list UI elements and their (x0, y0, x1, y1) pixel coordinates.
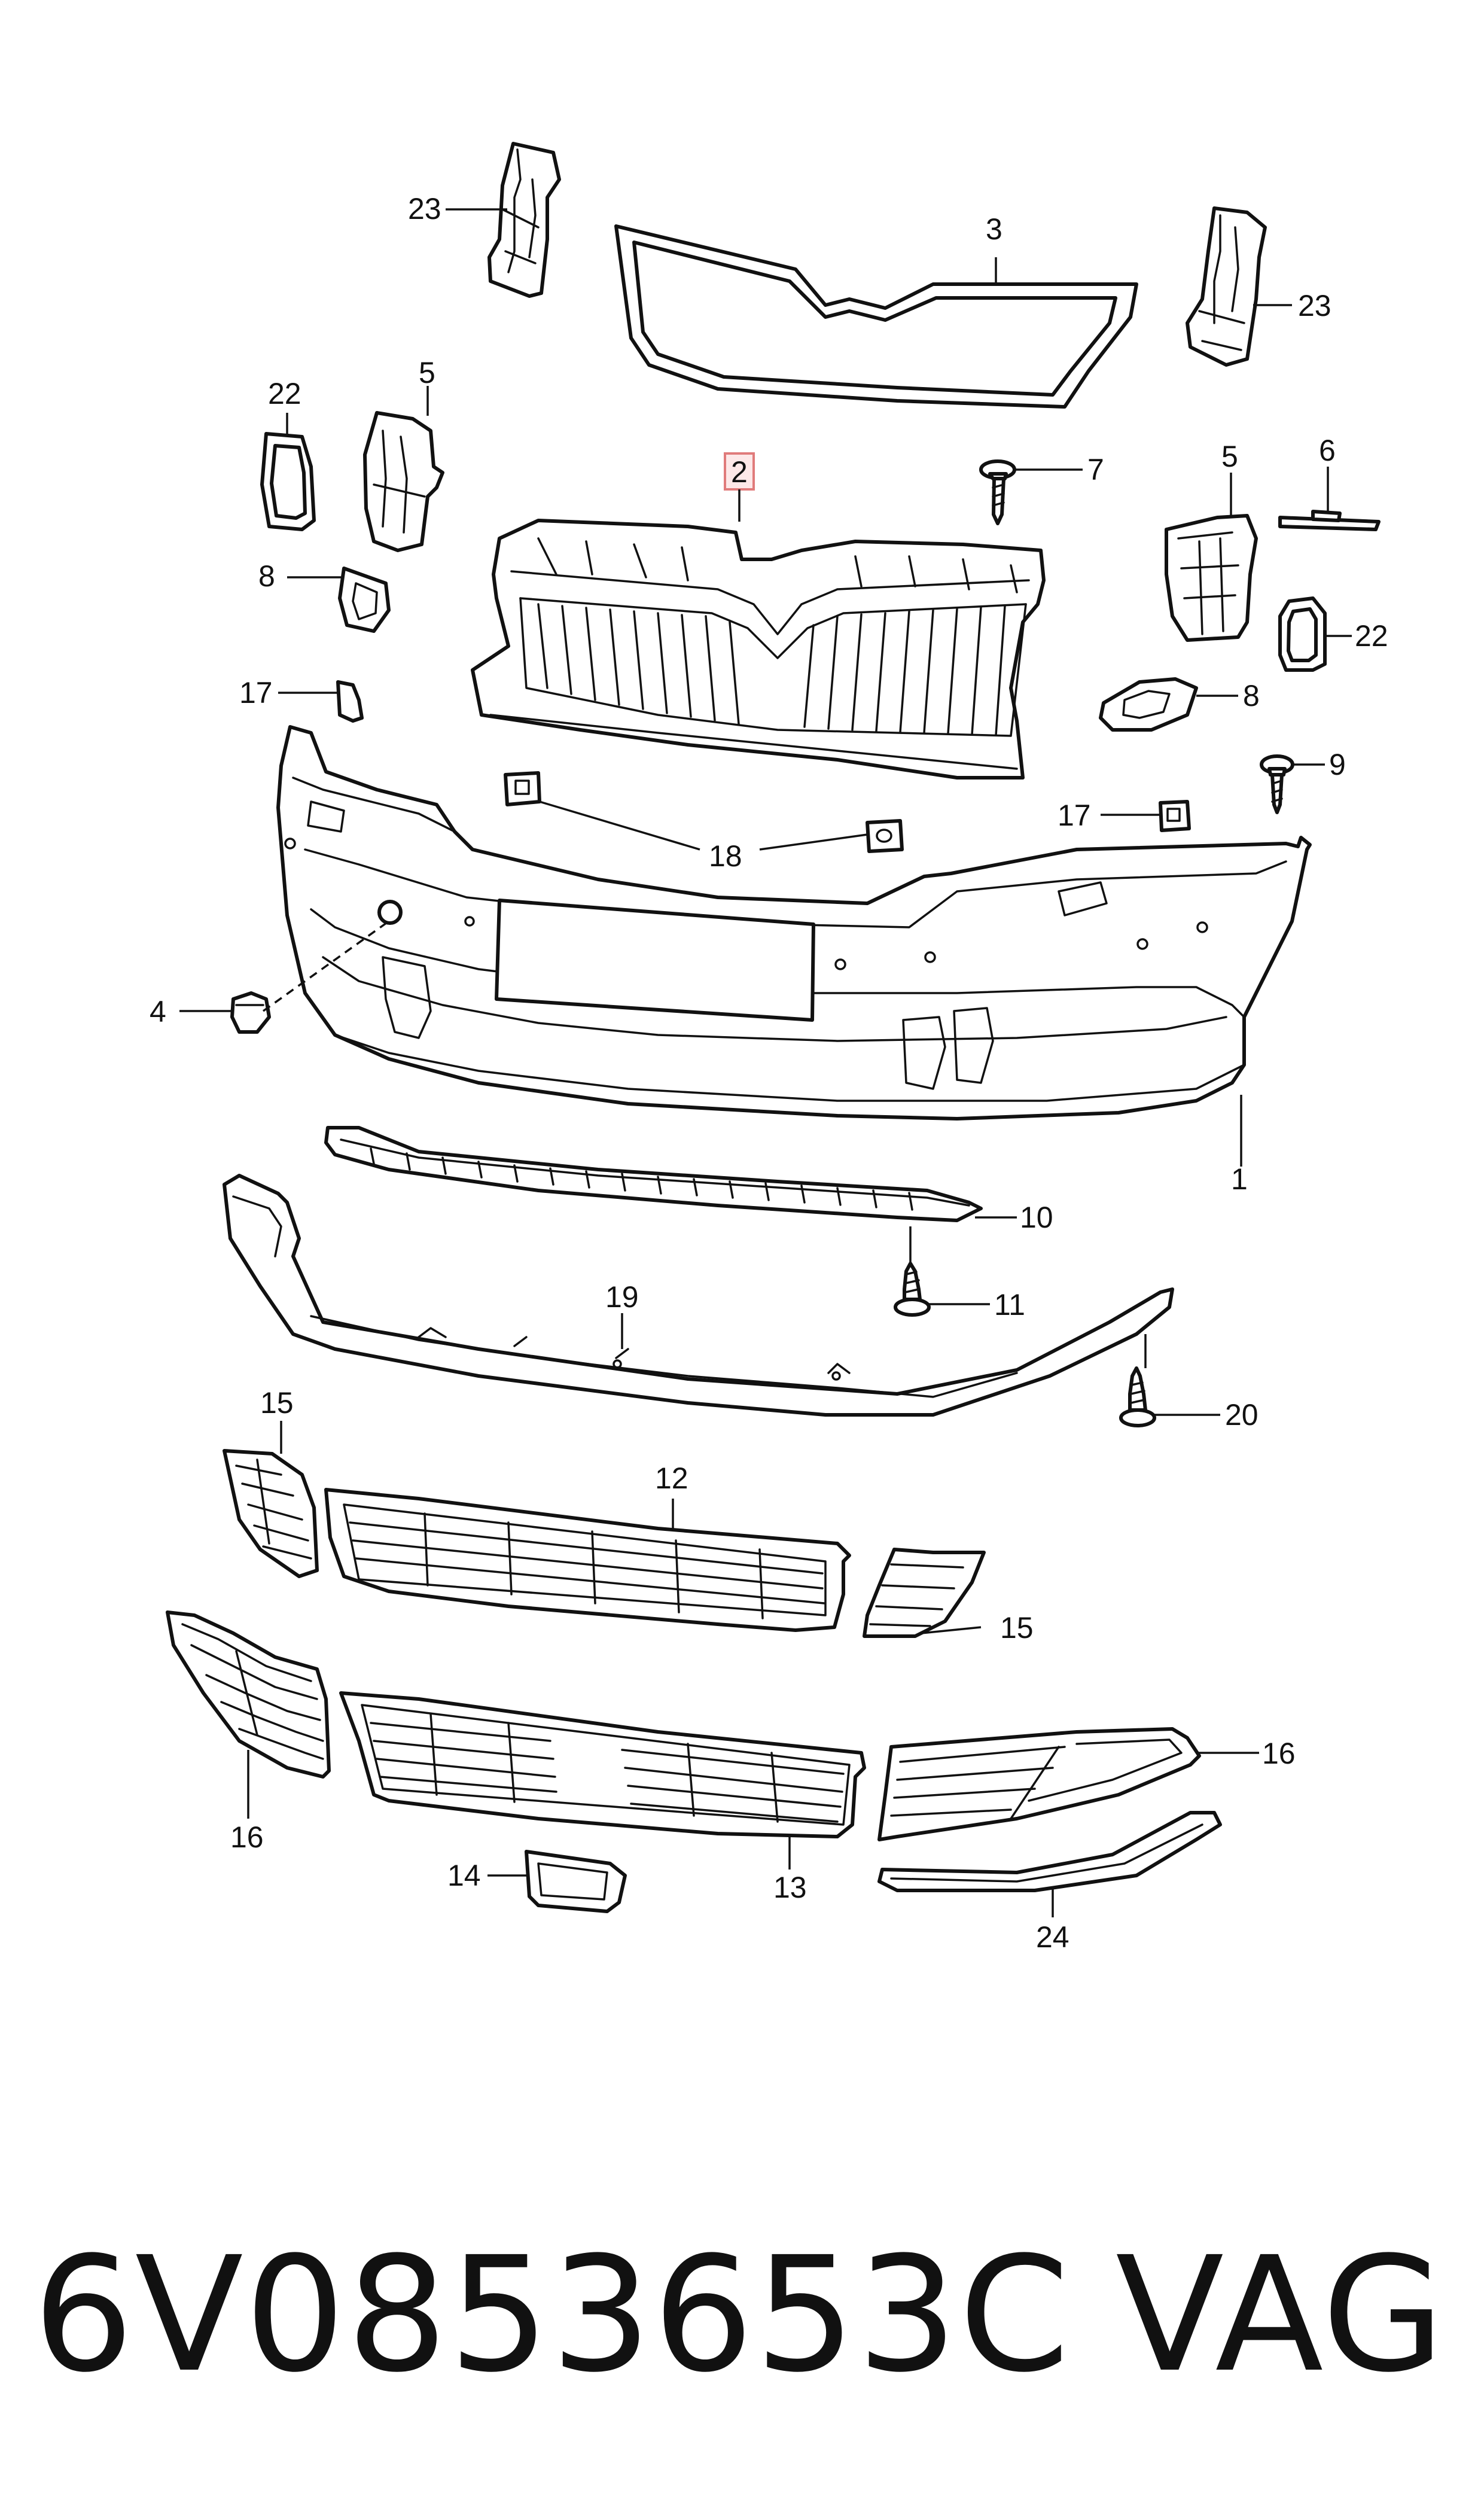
label-9: 9 (1329, 748, 1346, 781)
part-4-plug (179, 920, 390, 1034)
label-17-left: 17 (239, 676, 273, 710)
part-15-right-insert (863, 1548, 986, 1638)
part-2-main-grille (471, 452, 1046, 780)
label-2: 2 (731, 455, 748, 489)
label-22-left: 22 (268, 377, 301, 410)
label-17-right: 17 (1058, 799, 1091, 832)
part-10-strip (324, 1126, 1017, 1222)
part-1-bumper-cover (276, 725, 1312, 1167)
label-23-right: 23 (1298, 289, 1331, 322)
label-3: 3 (986, 212, 1002, 246)
label-8-right: 8 (1243, 679, 1260, 713)
part-8-right-cap (1099, 677, 1238, 732)
label-10: 10 (1020, 1201, 1053, 1234)
label-15-right: 15 (1000, 1611, 1034, 1645)
label-4: 4 (150, 995, 166, 1028)
part-11-screw (894, 1226, 990, 1317)
label-20: 20 (1225, 1398, 1258, 1432)
part-20-screw (1119, 1334, 1220, 1427)
label-15-left: 15 (260, 1386, 294, 1420)
label-23-left: 23 (408, 192, 441, 226)
part-13-lower-grille (339, 1691, 866, 1870)
part-15-left-insert (223, 1421, 319, 1578)
part-23-left-bracket (446, 142, 561, 298)
part-7-screw (979, 459, 1083, 525)
part-3-grille-frame (614, 224, 1138, 409)
part-23-right-bracket (1186, 206, 1292, 367)
label-16-left: 16 (230, 1820, 264, 1854)
label-6: 6 (1319, 434, 1336, 467)
label-18: 18 (709, 839, 742, 873)
label-7: 7 (1087, 453, 1104, 486)
part-17-right-clip (1101, 800, 1191, 832)
label-5-left: 5 (419, 356, 435, 389)
part-12-upper-grille (324, 1488, 851, 1632)
label-22-right: 22 (1355, 619, 1388, 653)
label-24: 24 (1036, 1920, 1069, 1954)
label-16-right: 16 (1262, 1737, 1296, 1770)
label-14: 14 (447, 1859, 481, 1892)
label-5-right: 5 (1221, 440, 1238, 473)
part-6-strip (1278, 467, 1381, 531)
part-5-right-bracket (1165, 473, 1258, 642)
label-19: 19 (605, 1280, 639, 1314)
part-22-right-trim (1278, 596, 1352, 672)
part-9-screw (1260, 754, 1325, 814)
part-14-cap (487, 1850, 627, 1913)
part-8-left-cap (287, 567, 391, 633)
part-number: 6V0853653C (33, 2223, 1071, 2407)
label-1: 1 (1231, 1162, 1248, 1196)
part-16-left-frame (166, 1610, 331, 1819)
label-12: 12 (655, 1462, 688, 1495)
label-13: 13 (773, 1871, 807, 1904)
callout-labels: 23 3 23 22 5 2 7 6 5 8 22 17 8 9 17 18 4… (150, 192, 1388, 1954)
part-17-left-clip (278, 680, 364, 723)
label-11: 11 (994, 1288, 1025, 1322)
label-8-left: 8 (258, 559, 275, 593)
part-16-right-frame (877, 1727, 1259, 1841)
part-24-trim-strip (877, 1811, 1222, 1917)
brand-name: VAG (1116, 2223, 1446, 2407)
part-22-left-trim (260, 413, 316, 531)
part-5-left-bracket (363, 386, 444, 552)
part-18-pads (504, 771, 904, 853)
part-19-spoiler-lip (223, 1174, 1174, 1417)
